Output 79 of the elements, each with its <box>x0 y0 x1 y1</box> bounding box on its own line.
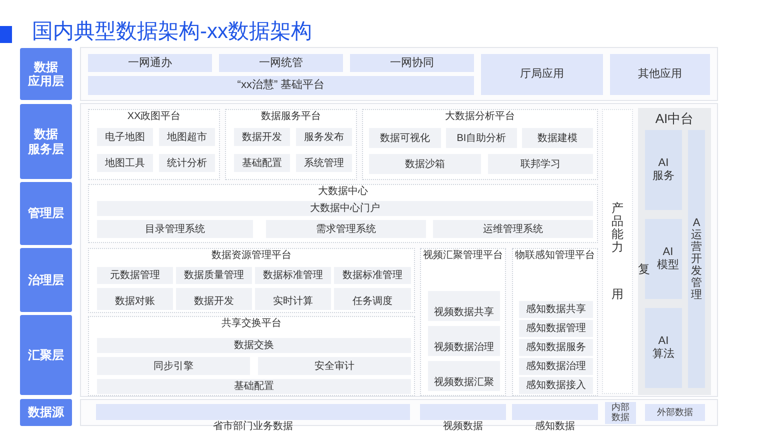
group-title: 数据服务平台 <box>261 111 321 123</box>
title: 国内典型数据架构-xx数据架构 <box>32 19 312 44</box>
layer-label: 汇聚层 <box>20 315 72 395</box>
application-box: 一网通办 <box>88 54 212 72</box>
application-box: 厅局应用 <box>481 54 603 95</box>
platform-group <box>88 248 415 313</box>
vertical-label: 用 <box>612 288 624 302</box>
module-box: 感知数据治理 <box>519 358 593 375</box>
module-box: 视频数据汇聚 <box>428 361 500 391</box>
platform-group <box>512 248 598 396</box>
module-box: 大数据中心门户 <box>97 201 593 216</box>
module-box: 数据对账 <box>97 288 173 310</box>
platform-group <box>362 109 598 180</box>
vertical-label: 产品能力 <box>612 202 624 254</box>
ai-platform-panel <box>638 108 711 395</box>
module-box: 服务发布 <box>296 128 352 146</box>
module-box: 地图超市 <box>159 128 215 146</box>
group-title: XX政图平台 <box>127 111 181 123</box>
application-box: 一网协同 <box>350 54 474 72</box>
module-box: 数据标准管理 <box>334 267 411 284</box>
data-source-box: 内部数据 <box>605 402 636 424</box>
module-box: 基础配置 <box>234 154 290 172</box>
ai-ops-column: A运营开发管理 <box>688 130 705 388</box>
module-box: 电子地图 <box>97 128 153 146</box>
module-box: 数据质量管理 <box>176 267 252 284</box>
group-title: 大数据中心 <box>318 186 368 198</box>
platform-group <box>420 248 506 396</box>
module-box: 联邦学习 <box>488 154 593 174</box>
module-box: 数据建模 <box>522 128 593 148</box>
module-box: 数据沙箱 <box>369 154 481 174</box>
module-box: 元数据管理 <box>97 267 173 284</box>
application-box: 其他应用 <box>610 54 710 95</box>
layer-label: 数据应用层 <box>20 48 72 100</box>
module-box: 数据开发 <box>176 288 252 310</box>
application-box: “xx治慧” 基础平台 <box>88 76 474 95</box>
group-title: 数据资源管理平台 <box>212 250 292 262</box>
source-caption: 感知数据 <box>535 421 575 433</box>
ai-module-box: AI算法 <box>645 308 682 388</box>
module-box: 数据标准管理 <box>255 267 331 284</box>
module-box: 地图工具 <box>97 154 153 172</box>
capability-column <box>602 109 633 394</box>
platform-group <box>88 316 415 396</box>
group-title: 物联感知管理平台 <box>515 250 595 262</box>
module-box: 数据开发 <box>234 128 290 146</box>
layer-label: 治理层 <box>20 248 72 312</box>
module-box: 视频数据治理 <box>428 326 500 356</box>
layer-label: 数据源 <box>20 399 72 426</box>
module-box: 感知数据共享 <box>519 301 593 318</box>
ai-module-box: AI服务 <box>645 130 682 210</box>
group-title: AI中台 <box>655 111 694 127</box>
module-box: 实时计算 <box>255 288 331 310</box>
layer-label: 数据服务层 <box>20 104 72 179</box>
module-box: 系统管理 <box>296 154 352 172</box>
application-box: 一网统管 <box>219 54 343 72</box>
group-title: 共享交换平台 <box>222 318 282 330</box>
module-box: BI自助分析 <box>446 128 517 148</box>
module-box: 视频数据共享 <box>428 291 500 321</box>
source-caption: 视频数据 <box>443 421 483 433</box>
module-box: 目录管理系统 <box>97 220 253 238</box>
module-box: 数据交换 <box>97 338 411 353</box>
platform-group <box>225 109 357 180</box>
module-box: 感知数据接入 <box>519 377 593 394</box>
module-box: 感知数据服务 <box>519 339 593 356</box>
module-box: 统计分析 <box>159 154 215 172</box>
source-caption: 省市部门业务数据 <box>213 421 293 433</box>
module-box: 需求管理系统 <box>266 220 426 238</box>
platform-group <box>88 184 598 243</box>
data-source-box: 外部数据 <box>645 404 705 421</box>
module-box: 数据可视化 <box>369 128 441 148</box>
module-box: 运维管理系统 <box>433 220 593 238</box>
platform-group <box>88 109 220 180</box>
module-box: 同步引擎 <box>97 357 250 375</box>
module-box: 任务调度 <box>334 288 411 310</box>
layer-label: 管理层 <box>20 182 72 245</box>
module-box: 安全审计 <box>258 357 411 375</box>
group-title: 视频汇聚管理平台 <box>423 250 503 262</box>
module-box: 基础配置 <box>97 379 411 394</box>
group-title: 大数据分析平台 <box>445 111 515 123</box>
module-box: 感知数据管理 <box>519 320 593 337</box>
